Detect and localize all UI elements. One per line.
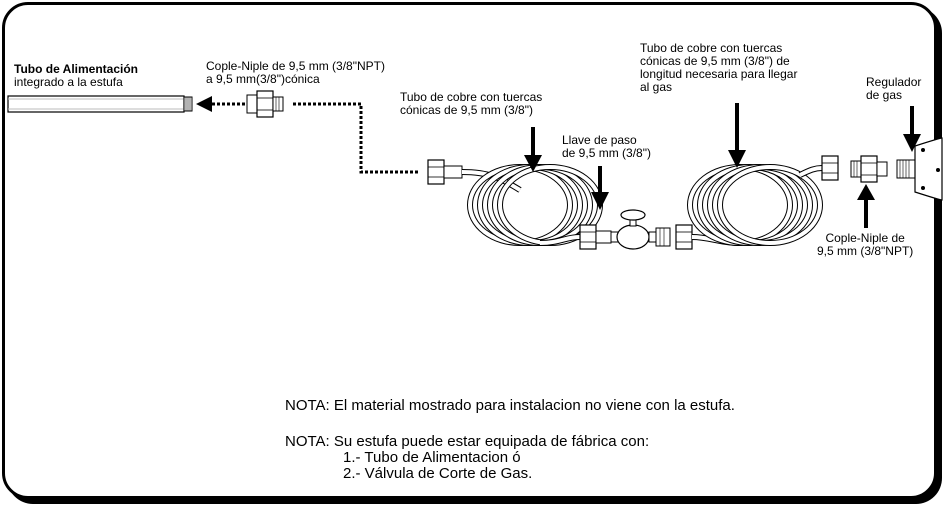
copper-tube-left-line1: Tubo de cobre con tuercas: [400, 90, 543, 104]
coupling-top-line1: Cople-Niple de 9,5 mm (3/8"NPT): [206, 59, 385, 73]
coupling-bottom-line2: 9,5 mm (3/8"NPT): [817, 244, 914, 258]
arrow-copper-tube-left: [524, 127, 542, 172]
supply-tube-subtitle: integrado a la estufa: [14, 75, 123, 89]
supply-tube-label: Tubo de Alimentación integrado a la estu…: [14, 63, 138, 89]
copper-tube-right-line3: longitud necesaria para llegar: [640, 67, 798, 81]
supply-tube: [7, 95, 193, 113]
supply-tube-title: Tubo de Alimentación: [14, 62, 139, 76]
note-factory-equipment-text: NOTA: Su estufa puede estar equipada de …: [285, 433, 650, 450]
gas-regulator: [896, 137, 943, 201]
note-material: NOTA: El material mostrado para instalac…: [285, 397, 735, 414]
diagram-frame: [2, 2, 937, 499]
regulator-label: Regulador de gas: [866, 76, 921, 102]
note-factory-equipment: NOTA: Su estufa puede estar equipada de …: [285, 434, 649, 482]
valve-label: Llave de paso de 9,5 mm (3/8"): [562, 134, 651, 160]
copper-tube-right-line2: cónicas de 9,5 mm (3/8") de: [640, 54, 790, 68]
coupling-right: [850, 155, 888, 183]
dotted-connection-line: [293, 102, 418, 174]
copper-tube-left-label: Tubo de cobre con tuercas cónicas de 9,5…: [400, 91, 542, 117]
copper-tube-right-label: Tubo de cobre con tuercas cónicas de 9,5…: [640, 42, 797, 94]
copper-coil-left: [427, 159, 612, 250]
coupling-top: [246, 90, 284, 118]
copper-tube-left-line2: cónicas de 9,5 mm (3/8"): [400, 103, 533, 117]
arrow-to-supply-tube: [196, 96, 246, 112]
arrow-copper-tube-right: [728, 103, 746, 168]
coupling-top-label: Cople-Niple de 9,5 mm (3/8"NPT) a 9,5 mm…: [206, 60, 385, 86]
copper-tube-right-line4: al gas: [640, 80, 673, 94]
note-item-1: 1.- Tubo de Alimentacion ó: [343, 449, 521, 466]
regulator-line2: de gas: [866, 88, 903, 102]
arrow-regulator: [903, 106, 921, 152]
regulator-line1: Regulador: [866, 75, 922, 89]
shutoff-valve: [610, 209, 671, 250]
copper-coil-right: [675, 155, 839, 250]
coupling-bottom-label: Cople-Niple de 9,5 mm (3/8"NPT): [817, 232, 913, 258]
copper-tube-right-line1: Tubo de cobre con tuercas: [640, 41, 783, 55]
coupling-top-line2: a 9,5 mm(3/8")cónica: [206, 72, 320, 86]
valve-line1: Llave de paso: [562, 133, 637, 147]
arrow-valve: [591, 166, 609, 210]
arrow-coupling-right: [857, 184, 875, 228]
valve-line2: de 9,5 mm (3/8"): [562, 146, 651, 160]
note-item-2: 2.- Válvula de Corte de Gas.: [343, 465, 533, 482]
coupling-bottom-line1: Cople-Niple de: [825, 231, 905, 245]
